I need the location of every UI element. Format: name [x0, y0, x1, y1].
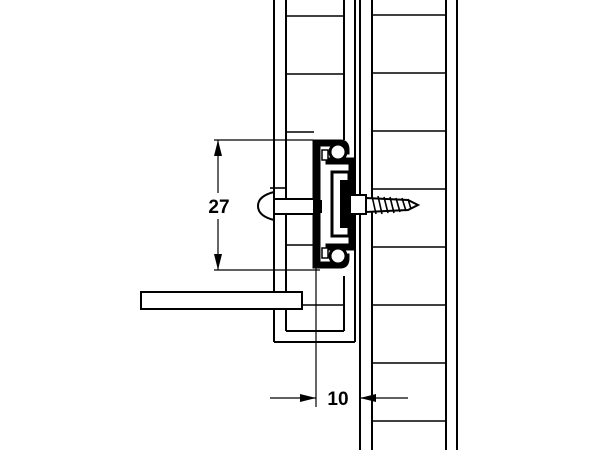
cabinet-panel-core-cells: [372, 14, 446, 422]
height-label-background: [200, 193, 238, 219]
offset-dimension-label: 10: [327, 389, 348, 410]
height-dimension-label: 27: [208, 197, 229, 218]
offset-dimension: [270, 268, 408, 407]
mushroom-head-bolt: [256, 190, 322, 222]
height-arrow-up: [214, 140, 222, 156]
drawer-bottom-board: [140, 291, 303, 310]
ball-bearing-bottom: [328, 246, 348, 266]
ball-bearing-top: [328, 142, 348, 162]
offset-arrow-left: [360, 394, 376, 402]
cabinet-side-panel: [359, 0, 458, 450]
height-arrow-down: [214, 254, 222, 270]
offset-arrow-right: [300, 394, 316, 402]
drawer-side-panel: [273, 0, 356, 343]
slide-rail-assembly: [312, 139, 356, 269]
wood-screw: [349, 194, 421, 215]
